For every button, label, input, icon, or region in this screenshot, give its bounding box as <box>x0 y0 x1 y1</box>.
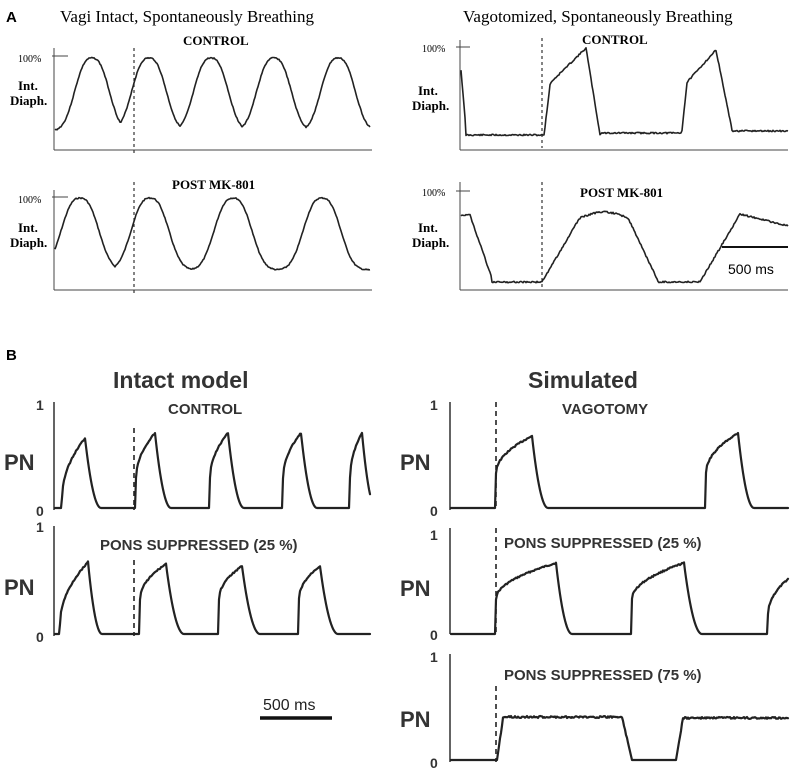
panel-a-left-control: CONTROL 100% Int. Diaph. <box>10 33 372 155</box>
panel-b-control-label: CONTROL <box>168 401 242 418</box>
y-label-diaph: Diaph. <box>412 98 449 113</box>
panel-a-scale-label: 500 ms <box>728 261 774 277</box>
tick-1: 1 <box>36 519 44 535</box>
panel-a-right-title: Vagotomized, Spontaneously Breathing <box>463 7 733 26</box>
panel-b-right-pons25: PONS SUPPRESSED (25 %) 1 0 PN <box>400 527 790 643</box>
panel-a-right-post: POST MK-801 100% Int. Diaph. 500 ms <box>412 182 789 291</box>
panel-a-left-title: Vagi Intact, Spontaneously Breathing <box>60 7 315 26</box>
panel-b-left-title: Intact model <box>113 367 248 393</box>
panel-b-left-pons25: PONS SUPPRESSED (25 %) 1 0 PN <box>4 519 372 645</box>
y-label-int: Int. <box>418 220 438 235</box>
panel-a-right-control-label: CONTROL <box>582 32 648 47</box>
panel-a-left-control-pct: 100% <box>18 54 41 65</box>
panel-a-left-post-label: POST MK-801 <box>172 177 255 192</box>
diaphragm-trace <box>54 56 371 131</box>
y-label-pn: PN <box>4 575 35 600</box>
pn-trace <box>449 431 790 510</box>
panel-a-left-post: POST MK-801 100% Int. Diaph. <box>10 177 372 294</box>
panel-a-right-post-label: POST MK-801 <box>580 185 663 200</box>
tick-1: 1 <box>430 649 438 665</box>
y-label-int: Int. <box>418 83 438 98</box>
panel-b-right-pons75: PONS SUPPRESSED (75 %) 1 0 PN <box>400 649 790 771</box>
pn-trace <box>449 561 790 636</box>
panel-a-left-post-pct: 100% <box>18 195 41 206</box>
panel-a-right-control: CONTROL 100% Int. Diaph. <box>412 32 789 151</box>
y-label-pn: PN <box>4 450 35 475</box>
y-label-pn: PN <box>400 576 431 601</box>
diaphragm-trace <box>460 210 789 284</box>
panel-a-right-control-pct: 100% <box>422 44 445 55</box>
y-label-pn: PN <box>400 707 431 732</box>
tick-0: 0 <box>430 755 438 771</box>
y-label-diaph: Diaph. <box>10 93 47 108</box>
pn-trace <box>53 431 372 510</box>
tick-0: 0 <box>430 503 438 519</box>
tick-1: 1 <box>430 397 438 413</box>
y-label-diaph: Diaph. <box>412 235 449 250</box>
panel-a-left-control-label: CONTROL <box>183 33 249 48</box>
panel-b-vagotomy-label: VAGOTOMY <box>562 401 648 418</box>
pn-trace <box>449 714 790 762</box>
panel-b-right-pons75-label: PONS SUPPRESSED (75 %) <box>504 667 702 684</box>
tick-1: 1 <box>430 527 438 543</box>
panel-a-right-post-pct: 100% <box>422 188 445 199</box>
y-label-int: Int. <box>18 220 38 235</box>
tick-0: 0 <box>36 629 44 645</box>
panel-b-right-vagotomy: VAGOTOMY 1 0 PN <box>400 397 790 519</box>
panel-b-right-title: Simulated <box>528 367 638 393</box>
tick-0: 0 <box>430 627 438 643</box>
diaphragm-trace <box>54 196 371 271</box>
tick-0: 0 <box>36 503 44 519</box>
pn-trace <box>53 560 372 636</box>
panel-a-letter: A <box>6 9 17 26</box>
panel-b-right-pons25-label: PONS SUPPRESSED (25 %) <box>504 535 702 552</box>
panel-b-left-pons25-label: PONS SUPPRESSED (25 %) <box>100 537 298 554</box>
diaphragm-trace <box>460 47 789 137</box>
panel-b-scale-label: 500 ms <box>263 697 315 714</box>
y-label-int: Int. <box>18 78 38 93</box>
y-label-diaph: Diaph. <box>10 235 47 250</box>
tick-1: 1 <box>36 397 44 413</box>
panel-b-letter: B <box>6 347 17 364</box>
y-label-pn: PN <box>400 450 431 475</box>
panel-b-left-control: CONTROL 1 0 PN <box>4 397 372 519</box>
